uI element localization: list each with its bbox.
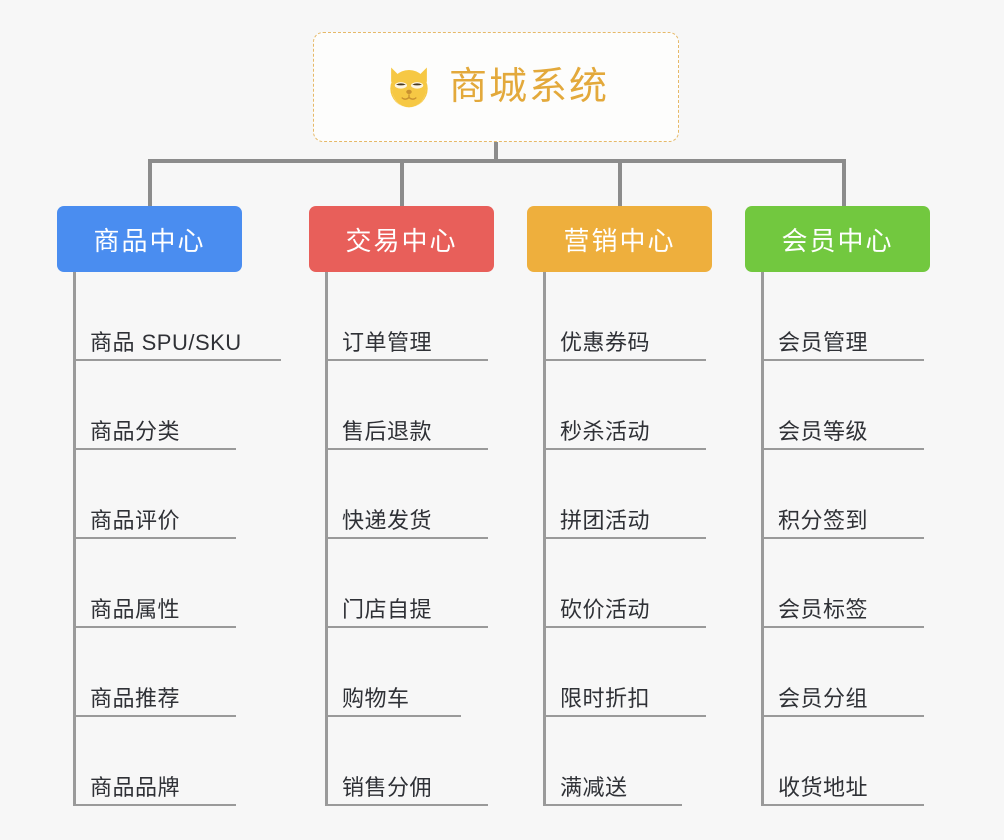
root-title: 商城系统	[448, 66, 609, 108]
list-item[interactable]: 限时折扣	[546, 628, 706, 717]
leaf-label: 优惠券码	[560, 329, 651, 355]
leaf-label: 售后退款	[342, 418, 433, 444]
leaf-label: 商品属性	[90, 596, 181, 622]
list-item[interactable]: 积分签到	[764, 450, 924, 539]
list-item[interactable]: 会员标签	[764, 539, 924, 628]
list-item[interactable]: 售后退款	[328, 361, 488, 450]
list-item[interactable]: 砍价活动	[546, 539, 706, 628]
list-item[interactable]: 商品品牌	[76, 717, 236, 806]
category-header-product[interactable]: 商品中心	[57, 206, 242, 272]
branch-trunk-trade	[325, 272, 328, 806]
leaf-label: 商品品牌	[90, 774, 181, 800]
category-label-trade: 交易中心	[345, 225, 458, 256]
leaf-label: 积分签到	[778, 507, 869, 533]
leaf-label: 会员分组	[778, 685, 869, 711]
root-node[interactable]: 商城系统	[313, 32, 679, 142]
list-item[interactable]: 秒杀活动	[546, 361, 706, 450]
leaf-label: 秒杀活动	[560, 418, 651, 444]
category-header-trade[interactable]: 交易中心	[309, 206, 494, 272]
list-item[interactable]: 商品推荐	[76, 628, 236, 717]
branch-trunk-marketing	[543, 272, 546, 806]
list-item[interactable]: 会员等级	[764, 361, 924, 450]
category-label-marketing: 营销中心	[563, 225, 676, 256]
leaf-label: 会员管理	[778, 329, 869, 355]
leaf-label: 会员等级	[778, 418, 869, 444]
list-item[interactable]: 优惠券码	[546, 272, 706, 361]
list-item[interactable]: 会员管理	[764, 272, 924, 361]
leaf-label: 销售分佣	[342, 774, 433, 800]
list-item[interactable]: 商品属性	[76, 539, 236, 628]
list-item[interactable]: 满减送	[546, 717, 682, 806]
list-item[interactable]: 商品评价	[76, 450, 236, 539]
branch-trunk-product	[73, 272, 76, 806]
connector-horizontal-bus	[148, 159, 846, 163]
list-item[interactable]: 拼团活动	[546, 450, 706, 539]
leaf-label: 快递发货	[342, 507, 433, 533]
category-label-member: 会员中心	[781, 225, 894, 256]
leaf-label: 限时折扣	[560, 685, 651, 711]
list-item[interactable]: 会员分组	[764, 628, 924, 717]
connector-drop-3	[618, 159, 622, 207]
leaf-label: 会员标签	[778, 596, 869, 622]
connector-root-stem	[494, 142, 498, 162]
leaf-label: 商品分类	[90, 418, 181, 444]
leaf-label: 商品评价	[90, 507, 181, 533]
list-item[interactable]: 商品分类	[76, 361, 236, 450]
leaf-label: 拼团活动	[560, 507, 651, 533]
list-item[interactable]: 门店自提	[328, 539, 488, 628]
list-item[interactable]: 商品 SPU/SKU	[76, 272, 281, 361]
list-item[interactable]: 购物车	[328, 628, 461, 717]
connector-drop-2	[400, 159, 404, 207]
category-label-product: 商品中心	[93, 225, 206, 256]
list-item[interactable]: 销售分佣	[328, 717, 488, 806]
connector-drop-1	[148, 159, 152, 207]
leaf-label: 商品 SPU/SKU	[90, 329, 242, 355]
leaf-label: 门店自提	[342, 596, 433, 622]
leaf-label: 收货地址	[778, 774, 869, 800]
connector-drop-4	[842, 159, 846, 207]
leaf-label: 砍价活动	[560, 596, 651, 622]
list-item[interactable]: 订单管理	[328, 272, 488, 361]
category-header-marketing[interactable]: 营销中心	[527, 206, 712, 272]
category-header-member[interactable]: 会员中心	[745, 206, 930, 272]
leaf-label: 订单管理	[342, 329, 433, 355]
leaf-label: 商品推荐	[90, 685, 181, 711]
list-item[interactable]: 快递发货	[328, 450, 488, 539]
leaf-label: 满减送	[560, 774, 628, 800]
branch-trunk-member	[761, 272, 764, 806]
leaf-label: 购物车	[342, 685, 410, 711]
shiba-dog-icon	[390, 67, 428, 109]
list-item[interactable]: 收货地址	[764, 717, 924, 806]
